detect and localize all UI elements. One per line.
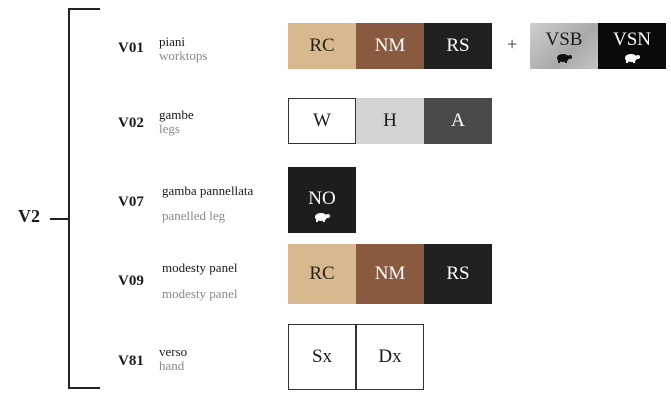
swatch-label: Dx bbox=[378, 346, 402, 367]
row-label-en: panelled leg bbox=[162, 208, 226, 223]
swatch-nm[interactable]: NM bbox=[356, 23, 424, 69]
group-bracket bbox=[68, 8, 100, 389]
swatch-sx[interactable]: Sx bbox=[288, 324, 356, 390]
swatch-nm[interactable]: NM bbox=[356, 244, 424, 304]
swatch-a[interactable]: A bbox=[424, 98, 492, 144]
turtle-icon bbox=[557, 54, 572, 63]
swatch-label: Sx bbox=[311, 346, 333, 367]
swatch-label: W bbox=[313, 110, 331, 131]
turtle-icon bbox=[625, 54, 640, 63]
swatch-rc[interactable]: RC bbox=[288, 244, 356, 304]
plus-separator: + bbox=[507, 34, 518, 54]
row-label-it: gamba pannellata bbox=[162, 183, 254, 198]
turtle-icon bbox=[315, 213, 330, 222]
row-label-it: piani bbox=[159, 34, 185, 49]
swatch-label: RC bbox=[309, 35, 335, 56]
swatch-label: H bbox=[383, 110, 397, 131]
swatch-label: RS bbox=[446, 263, 470, 284]
swatch-label: VSB bbox=[545, 29, 583, 50]
group-tick bbox=[50, 218, 68, 220]
swatch-label: RC bbox=[309, 263, 335, 284]
swatch-label: NM bbox=[374, 35, 406, 56]
row-code: V81 bbox=[118, 353, 144, 369]
row-label-it: gambe bbox=[159, 107, 194, 122]
swatch-label: VSN bbox=[612, 29, 651, 50]
swatch-rs[interactable]: RS bbox=[424, 244, 492, 304]
swatch-label: RS bbox=[446, 35, 470, 56]
swatch-rs[interactable]: RS bbox=[424, 23, 492, 69]
swatch-vsb[interactable]: VSB bbox=[530, 23, 598, 69]
swatch-rc[interactable]: RC bbox=[288, 23, 356, 69]
row-code: V02 bbox=[118, 115, 144, 131]
row-label-en: worktops bbox=[159, 48, 208, 63]
swatch-label: A bbox=[451, 110, 465, 131]
row-code: V07 bbox=[118, 194, 144, 210]
row-label-it: modesty panel bbox=[162, 260, 238, 275]
group-label: V2 bbox=[18, 206, 40, 226]
row-label-en: legs bbox=[159, 121, 180, 136]
swatch-vsn[interactable]: VSN bbox=[598, 23, 666, 69]
swatch-no[interactable]: NO bbox=[288, 167, 356, 233]
swatch-label: NM bbox=[374, 263, 406, 284]
swatch-h[interactable]: H bbox=[356, 98, 424, 144]
row-label-en: modesty panel bbox=[162, 286, 238, 301]
row-code: V01 bbox=[118, 40, 144, 56]
swatch-label: NO bbox=[308, 188, 336, 209]
row-code: V09 bbox=[118, 273, 144, 289]
row-label-en: hand bbox=[159, 358, 185, 373]
swatch-w[interactable]: W bbox=[288, 98, 356, 144]
row-label-it: verso bbox=[159, 344, 188, 359]
swatch-dx[interactable]: Dx bbox=[356, 324, 424, 390]
